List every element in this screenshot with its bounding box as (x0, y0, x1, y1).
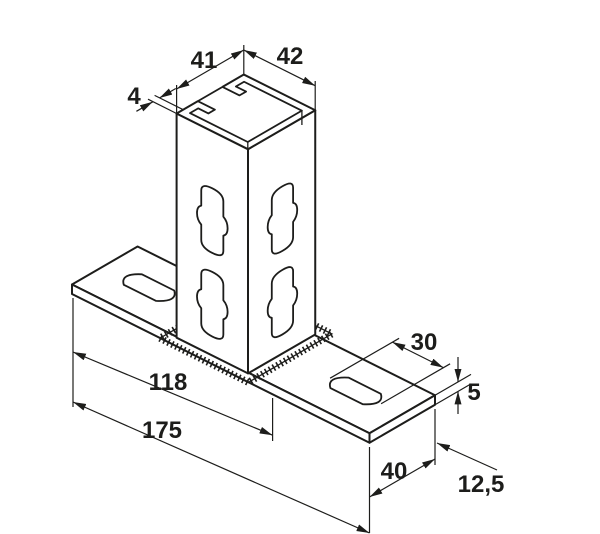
dimension-slot-length: 30 (329, 329, 451, 405)
plate-slot-right (328, 376, 383, 406)
dimension-channel-depth: 41 (176, 45, 245, 114)
dim-label-slot-length: 30 (411, 329, 438, 356)
channel-slot (197, 181, 228, 261)
dimension-slot-end-distance: 12,5 (436, 442, 505, 498)
dim-label-slot-end-distance: 12,5 (458, 471, 505, 498)
channel-top-face (177, 75, 316, 150)
channel-post (177, 75, 316, 374)
channel-face-right (248, 110, 315, 373)
dim-label-length-total: 175 (142, 417, 182, 444)
plate-slot-left (122, 273, 176, 302)
dimension-channel-width: 42 (243, 43, 316, 111)
channel-cavity (183, 78, 302, 142)
channel-face-left (177, 114, 248, 374)
channel-slot (268, 261, 298, 343)
dim-label-channel-width: 42 (277, 43, 304, 70)
dimension-length-total: 175 (72, 401, 371, 534)
dim-label-plate-thickness: 5 (467, 379, 480, 406)
dim-label-channel-depth: 41 (191, 47, 218, 74)
dim-label-plate-width: 40 (381, 458, 408, 485)
dimension-plate-thickness: 5 (434, 357, 481, 414)
dim-label-length-partial: 118 (149, 369, 188, 396)
channel-slot (268, 178, 298, 260)
dim-label-wall-thickness: 4 (127, 83, 141, 110)
channel-slot (197, 264, 228, 344)
dimension-wall-thickness: 4 (127, 83, 184, 115)
dimension-plate-width: 40 (369, 409, 436, 498)
